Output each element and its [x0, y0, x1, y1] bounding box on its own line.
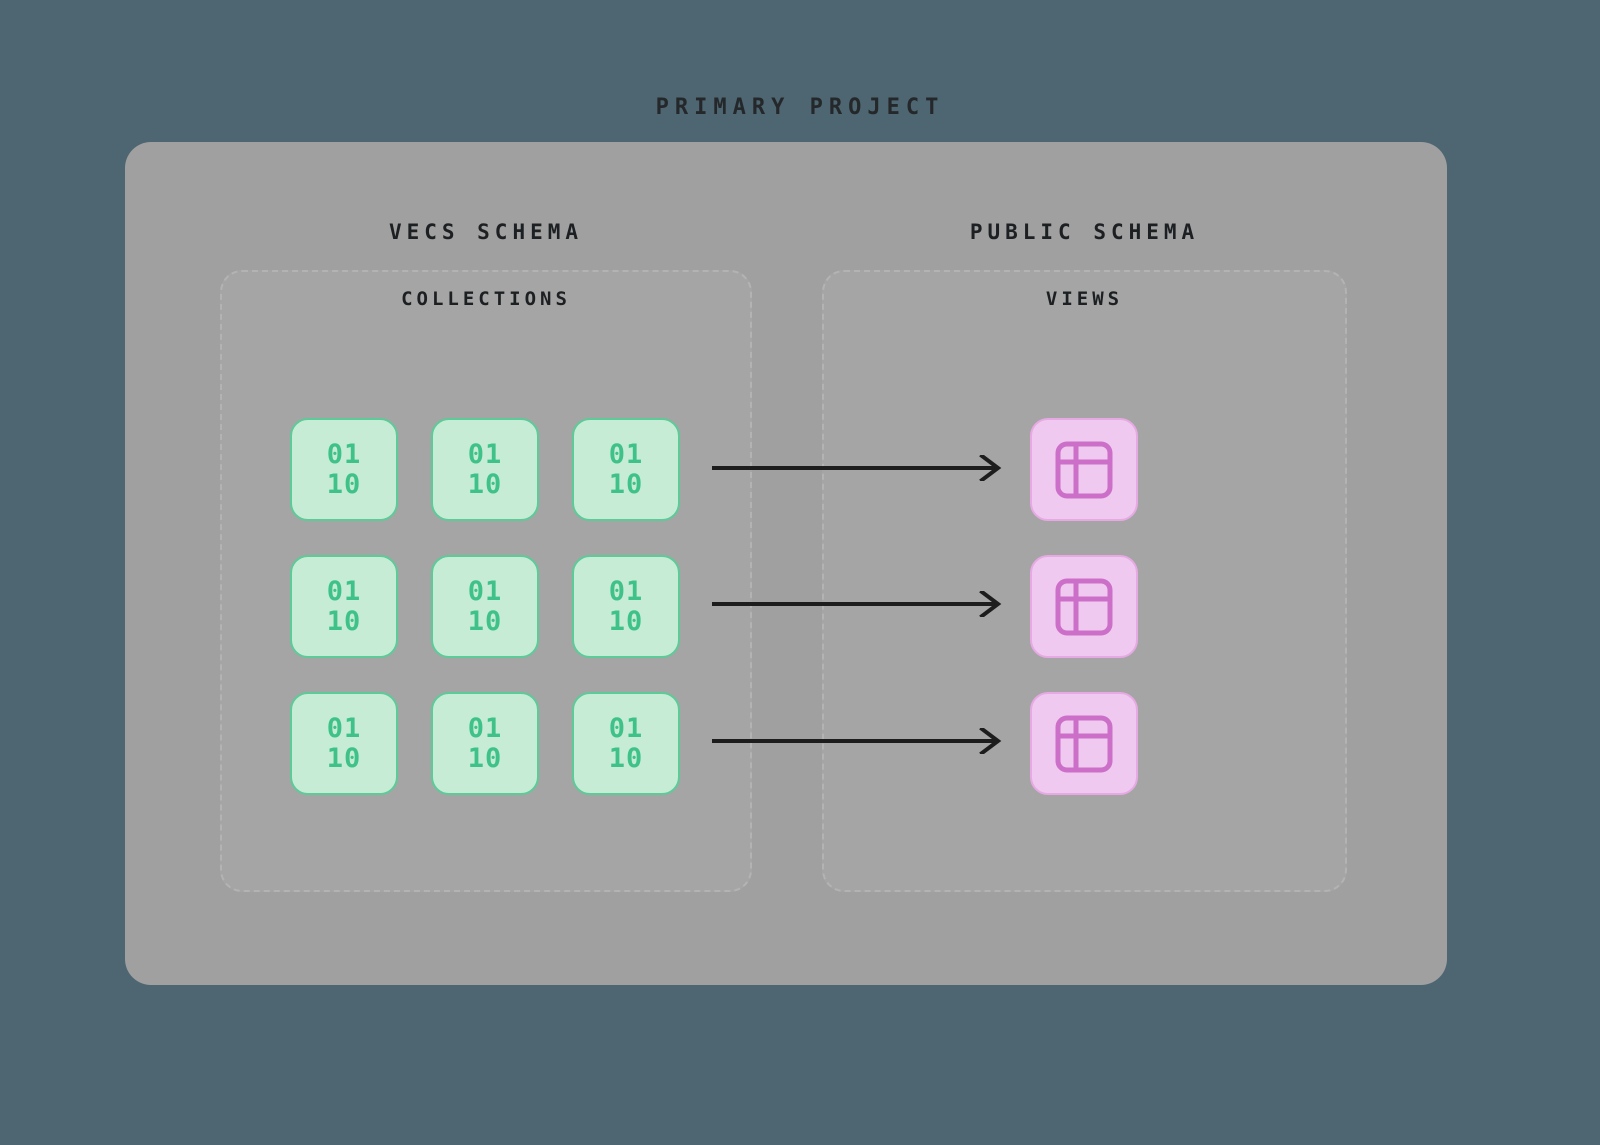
view-tile[interactable]	[1030, 418, 1138, 521]
view-tile[interactable]	[1030, 555, 1138, 658]
binary-icon: 01 10	[326, 576, 362, 637]
views-group-title: VIEWS	[1045, 288, 1124, 310]
table-icon	[1053, 713, 1115, 775]
schema-vecs-title: VECS SCHEMA	[388, 220, 584, 244]
binary-icon: 01 10	[608, 576, 644, 637]
collections-group-title: COLLECTIONS	[401, 288, 571, 310]
collection-tile[interactable]: 01 10	[290, 692, 398, 795]
page-title: PRIMARY PROJECT	[655, 95, 945, 120]
binary-icon: 01 10	[326, 439, 362, 500]
arrow-connector	[712, 455, 1002, 481]
binary-icon: 01 10	[467, 713, 503, 774]
collections-grid: 01 10 01 10 01 10 01 10 01 10 01 10 01 1…	[290, 418, 680, 795]
binary-icon: 01 10	[467, 439, 503, 500]
collection-tile[interactable]: 01 10	[431, 692, 539, 795]
collection-tile[interactable]: 01 10	[572, 418, 680, 521]
collection-tile[interactable]: 01 10	[290, 555, 398, 658]
views-column	[1030, 418, 1138, 795]
collection-tile[interactable]: 01 10	[431, 418, 539, 521]
table-icon	[1053, 576, 1115, 638]
binary-icon: 01 10	[608, 439, 644, 500]
schema-public-title: PUBLIC SCHEMA	[969, 220, 1200, 244]
binary-icon: 01 10	[326, 713, 362, 774]
collection-tile[interactable]: 01 10	[290, 418, 398, 521]
arrow-connector	[712, 591, 1002, 617]
collection-tile[interactable]: 01 10	[572, 692, 680, 795]
binary-icon: 01 10	[608, 713, 644, 774]
collection-tile[interactable]: 01 10	[572, 555, 680, 658]
view-tile[interactable]	[1030, 692, 1138, 795]
collection-tile[interactable]: 01 10	[431, 555, 539, 658]
arrow-connector	[712, 728, 1002, 754]
table-icon	[1053, 439, 1115, 501]
binary-icon: 01 10	[467, 576, 503, 637]
